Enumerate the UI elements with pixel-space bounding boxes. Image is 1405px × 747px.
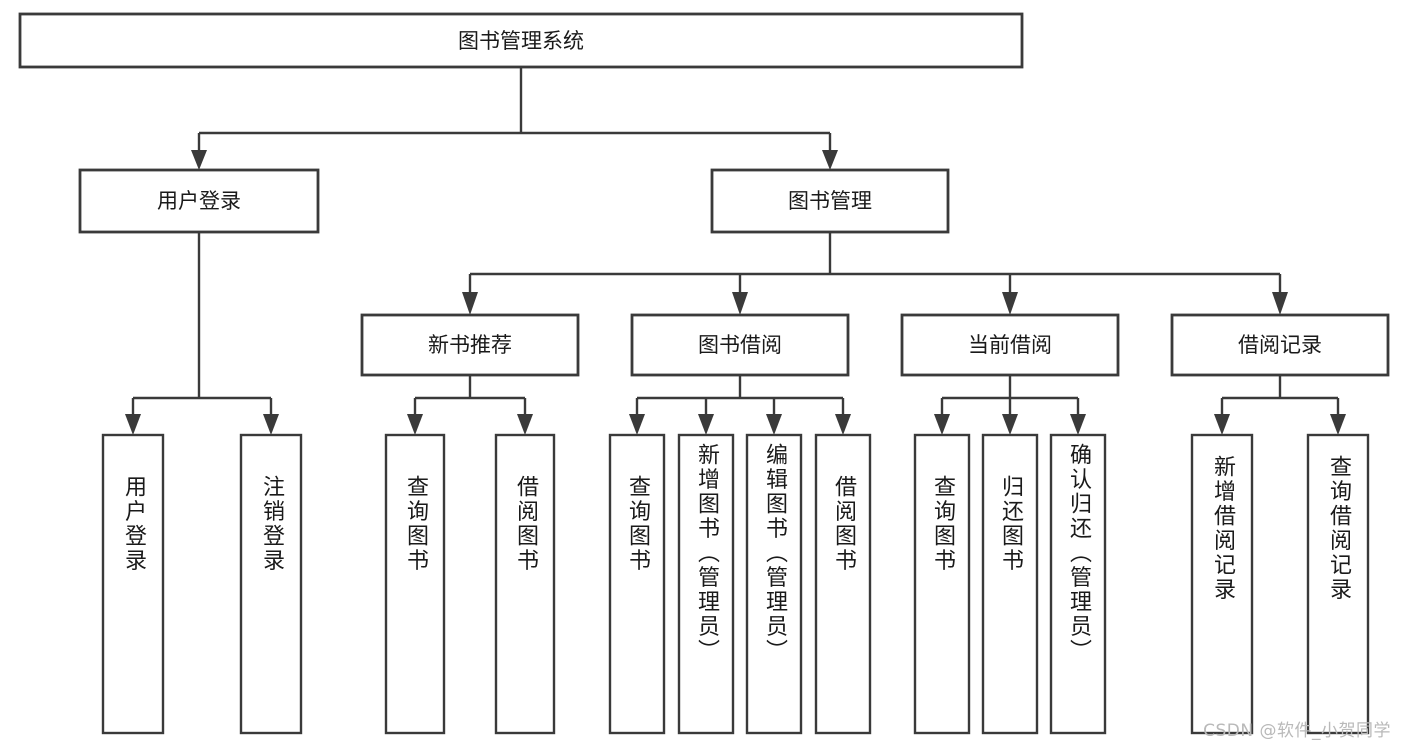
node-box-leaf-book-borrow-1[interactable] (608, 433, 666, 735)
arrowhead-book-borrow-leaf-3 (766, 414, 782, 435)
arrowhead-borrow-record-leaf-1 (1214, 414, 1230, 435)
node-box-leaf-book-borrow-4[interactable] (814, 433, 872, 735)
arrowhead-book-borrow-leaf-4 (835, 414, 851, 435)
arrowhead-current-borrow-leaf-1 (934, 414, 950, 435)
node-label-book-management: 图书管理 (788, 189, 872, 213)
arrowhead-user-login-leaf-1 (125, 414, 141, 435)
node-label-current-borrow: 当前借阅 (968, 333, 1052, 357)
nodes-layer: 图书管理系统 用户登录 图书管理 新书推荐 图书借阅 当前借阅 借阅记录 (18, 12, 1390, 735)
arrowhead-book-borrow-leaf-1 (629, 414, 645, 435)
watermark-text: CSDN @软件_小贺同学 (1203, 721, 1391, 741)
arrowhead-user-login-leaf-2 (263, 414, 279, 435)
node-label-borrow-record: 借阅记录 (1238, 333, 1322, 357)
arrowhead-book-borrow (732, 292, 748, 315)
arrowhead-book-borrow-leaf-2 (698, 414, 714, 435)
node-box-root[interactable] (18, 12, 1024, 69)
node-label-root: 图书管理系统 (458, 29, 584, 53)
arrowhead-current-borrow-leaf-3 (1070, 414, 1086, 435)
node-box-book-borrow[interactable] (630, 313, 850, 377)
node-label-new-book-recommend: 新书推荐 (428, 333, 512, 357)
node-box-leaf-user-login-2[interactable] (239, 433, 303, 735)
node-box-leaf-user-login-1[interactable] (101, 433, 165, 735)
arrowhead-new-book-leaf-2 (517, 414, 533, 435)
node-box-leaf-book-borrow-2[interactable] (677, 433, 735, 735)
node-box-leaf-current-borrow-2[interactable] (981, 433, 1039, 735)
node-box-leaf-new-book-1[interactable] (384, 433, 446, 735)
arrowhead-current-borrow (1002, 292, 1018, 315)
node-box-leaf-book-borrow-3[interactable] (745, 433, 803, 735)
node-box-current-borrow[interactable] (900, 313, 1120, 377)
arrowhead-borrow-record (1272, 292, 1288, 315)
node-box-leaf-current-borrow-3[interactable] (1049, 433, 1107, 735)
arrowhead-borrow-record-leaf-2 (1330, 414, 1346, 435)
node-box-leaf-new-book-2[interactable] (494, 433, 556, 735)
arrowhead-new-book-leaf-1 (407, 414, 423, 435)
node-box-leaf-borrow-record-1[interactable] (1190, 433, 1254, 735)
node-label-book-borrow: 图书借阅 (698, 333, 782, 357)
node-box-leaf-current-borrow-1[interactable] (913, 433, 971, 735)
node-box-user-login[interactable] (78, 168, 320, 234)
node-box-leaf-borrow-record-2[interactable] (1306, 433, 1370, 735)
node-box-borrow-record[interactable] (1170, 313, 1390, 377)
node-box-book-management[interactable] (710, 168, 950, 234)
edges-layer (125, 67, 1346, 435)
arrowhead-book-mgmt (822, 150, 838, 170)
arrowhead-new-book (462, 292, 478, 315)
node-box-new-book-recommend[interactable] (360, 313, 580, 377)
node-label-user-login: 用户登录 (157, 189, 241, 213)
arrowhead-current-borrow-leaf-2 (1002, 414, 1018, 435)
arrowhead-user-login (191, 150, 207, 170)
